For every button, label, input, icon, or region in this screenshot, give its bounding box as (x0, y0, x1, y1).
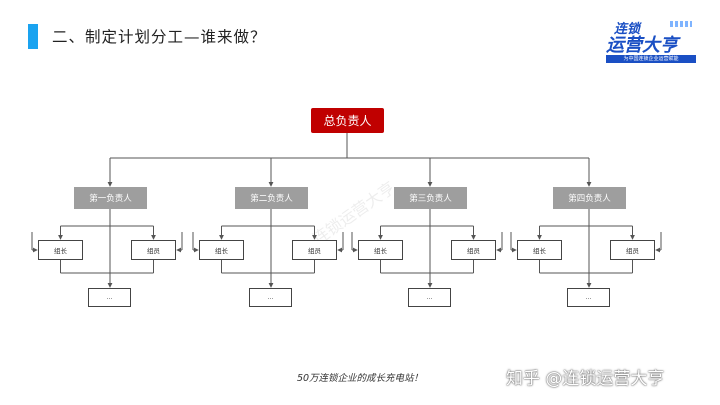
ellipsis-node: ... (408, 288, 451, 307)
brand-logo: 连锁 运营大亨 为中国连锁企业运营赋能 (606, 18, 696, 64)
group-leader-node: 组长 (517, 240, 562, 260)
group-member-node: 组员 (451, 240, 496, 260)
lead-node: 第一负责人 (74, 187, 147, 209)
group-leader-node: 组长 (38, 240, 83, 260)
footer-slogan: 50万连锁企业的成长充电站！ (296, 373, 424, 384)
group-member-node: 组员 (131, 240, 176, 260)
page-title: 二、制定计划分工—谁来做？ (52, 28, 267, 46)
group-leader-node: 组长 (358, 240, 403, 260)
logo-decoration (670, 21, 692, 27)
ellipsis-node: ... (88, 288, 131, 307)
lead-node: 第二负责人 (235, 187, 308, 209)
lead-node: 第四负责人 (553, 187, 626, 209)
zhihu-watermark: 知乎 @连锁运营大亨 (506, 369, 665, 389)
lead-node: 第三负责人 (394, 187, 467, 209)
logo-tagline: 为中国连锁企业运营赋能 (606, 55, 696, 63)
group-member-node: 组员 (292, 240, 337, 260)
ellipsis-node: ... (249, 288, 292, 307)
title-accent-bar (28, 24, 38, 49)
group-member-node: 组员 (610, 240, 655, 260)
root-node: 总负责人 (311, 108, 384, 133)
ellipsis-node: ... (567, 288, 610, 307)
logo-text-line1: 连锁 (614, 22, 641, 37)
group-leader-node: 组长 (199, 240, 244, 260)
logo-text-line2: 运营大亨 (606, 35, 678, 56)
